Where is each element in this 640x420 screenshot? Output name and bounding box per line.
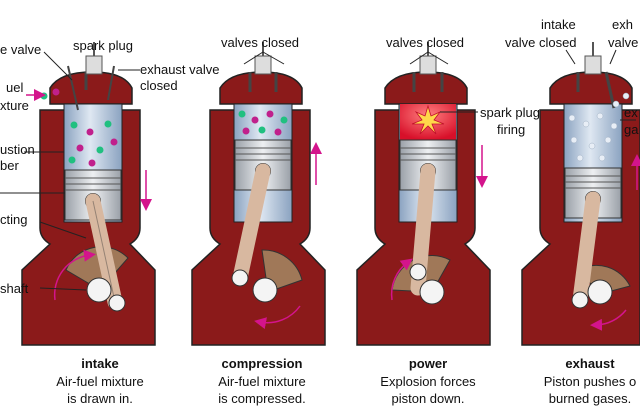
combustion-label-2: ber <box>0 158 19 173</box>
stroke-desc-power-2: piston down. <box>391 391 465 406</box>
spark-plug-label: spark plug <box>73 38 133 53</box>
engine-power <box>356 42 491 346</box>
stroke-desc-intake-2: is drawn in. <box>67 391 133 406</box>
exhaust-open-label-2: valve <box>608 35 639 50</box>
exhaust-open-label-1: exh <box>612 17 633 32</box>
stroke-desc-compression-2: is compressed. <box>218 391 306 406</box>
fuel-mixture-dots <box>40 88 118 167</box>
fuel-label-2: xture <box>0 98 29 113</box>
stroke-desc-exhaust-1: Piston pushes o <box>543 374 637 389</box>
exhaust-gas-dots <box>568 92 630 162</box>
spark-firing-label-2: firing <box>497 122 526 137</box>
valves-closed-power-label: valves closed <box>386 35 465 50</box>
stroke-title-exhaust: exhaust <box>565 356 615 371</box>
stroke-title-intake: intake <box>81 356 119 371</box>
cylinder-head <box>549 71 633 105</box>
stroke-desc-exhaust-2: burned gases. <box>548 391 632 406</box>
crank-journal <box>252 277 278 303</box>
connecting-rod <box>85 193 123 310</box>
cylinder-head <box>49 71 133 105</box>
combustion-label-1: ustion <box>0 142 35 157</box>
engine-intake <box>0 42 156 346</box>
exhaust-intake-label-1: intake <box>541 17 576 32</box>
crank-journal <box>86 277 112 303</box>
cylinder-head <box>219 71 303 105</box>
crankshaft-label: shaft <box>0 281 29 296</box>
spark-firing-label-1: spark plug <box>480 105 540 120</box>
intake-valve-label: e valve <box>0 42 42 57</box>
crank-journal <box>587 279 613 305</box>
stroke-desc-compression-1: Air-fuel mixture <box>218 374 306 389</box>
stroke-desc-power-1: Explosion forces <box>380 374 476 389</box>
connecting-rod <box>232 163 271 286</box>
engine-exhaust <box>521 42 640 346</box>
stroke-title-power: power <box>408 356 448 371</box>
exhaust-gas-label-2: ga <box>624 122 639 137</box>
engine-compression <box>191 42 326 346</box>
fuel-label-1: uel <box>6 80 24 95</box>
exhaust-gas-label-1: ex <box>624 105 638 120</box>
exhaust-intake-label-2: valve closed <box>505 35 577 50</box>
fuel-mixture-dots <box>238 110 288 136</box>
cylinder-head <box>384 71 468 105</box>
connecting-rod-label: cting <box>0 212 28 227</box>
exhaust-valve-label-1: exhaust valve <box>140 62 220 77</box>
stroke-title-compression: compression <box>221 356 303 371</box>
stroke-desc-intake-1: Air-fuel mixture <box>56 374 144 389</box>
crank-journal <box>419 279 445 305</box>
valves-closed-compression-label: valves closed <box>221 35 300 50</box>
exhaust-valve-label-2: closed <box>140 78 178 93</box>
connecting-rod <box>572 191 601 308</box>
